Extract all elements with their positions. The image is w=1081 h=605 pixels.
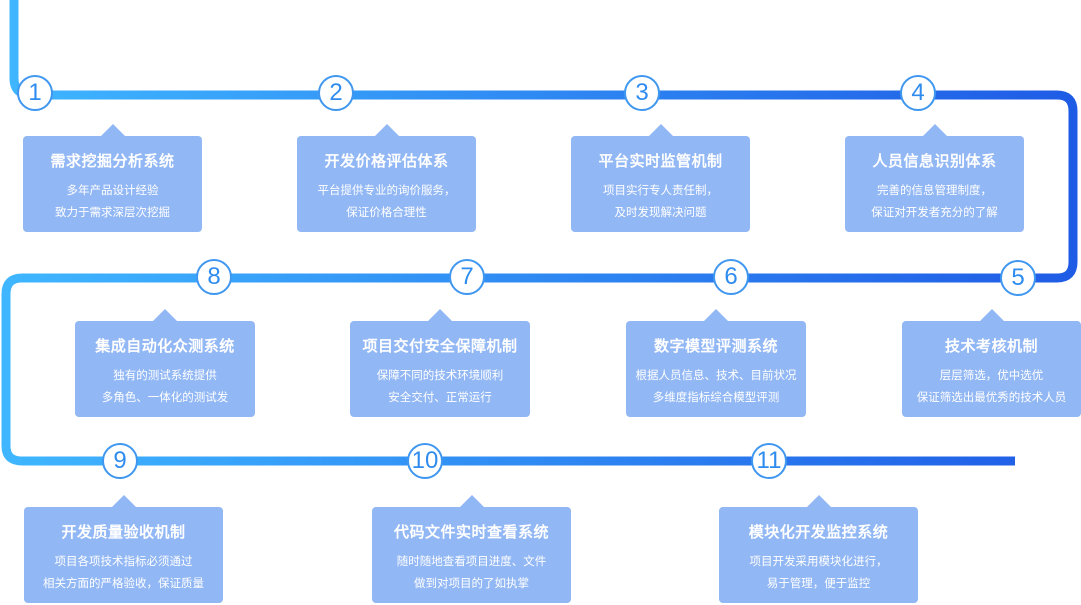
- step-4-number: 4: [900, 75, 936, 111]
- step-8-desc-line1: 独有的测试系统提供: [113, 370, 217, 382]
- step-8-title: 集成自动化众测系统: [95, 338, 235, 355]
- step-4-card: 人员信息识别体系 完善的信息管理制度， 保证对开发者充分的了解: [845, 124, 1024, 232]
- step-1-card: 需求挖掘分析系统 多年产品设计经验 致力于需求深层次挖掘: [23, 124, 202, 232]
- step-7-card: 项目交付安全保障机制 保障不同的技术环境顺利 安全交付、正常运行: [350, 309, 530, 417]
- step-7-desc-line1: 保障不同的技术环境顺利: [376, 370, 504, 382]
- step-5-desc-line1: 层层筛选，优中选优: [939, 370, 1044, 382]
- step-1-desc-line2: 致力于需求深层次挖掘: [55, 207, 170, 219]
- step-3-desc-line1: 项目实行专人责任制，: [603, 185, 718, 197]
- step-6-card: 数字模型评测系统 根据人员信息、技术、目前状况 多维度指标综合模型评测: [626, 309, 806, 417]
- step-1-title: 需求挖掘分析系统: [50, 153, 175, 170]
- step-9-desc-line2: 相关方面的严格验收，保证质量: [43, 578, 204, 590]
- step-10-desc-line1: 随时随地查看项目进度、文件: [396, 556, 547, 568]
- step-4-desc-line2: 保证对开发者充分的了解: [871, 207, 998, 219]
- step-7-number: 7: [449, 259, 485, 295]
- step-2-desc-line2: 保证价格合理性: [346, 207, 427, 219]
- step-10-desc-line2: 做到对项目的了如执掌: [414, 578, 529, 590]
- step-8-card: 集成自动化众测系统 独有的测试系统提供 多角色、一体化的测试发: [75, 309, 255, 417]
- step-10-card: 代码文件实时查看系统 随时随地查看项目进度、文件 做到对项目的了如执掌: [372, 495, 571, 603]
- step-6-number: 6: [713, 259, 749, 295]
- step-2-number: 2: [318, 75, 354, 111]
- step-5-number: 5: [1000, 260, 1036, 296]
- step-8-desc-line2: 多角色、一体化的测试发: [101, 392, 229, 404]
- step-9-number: 9: [102, 443, 138, 479]
- step-11-card: 模块化开发监控系统 项目开发采用模块化进行， 易于管理，便于监控: [719, 495, 918, 603]
- step-3-card: 平台实时监管机制 项目实行专人责任制， 及时发现解决问题: [571, 124, 750, 232]
- step-9-card: 开发质量验收机制 项目各项技术指标必须通过 相关方面的严格验收，保证质量: [24, 495, 223, 603]
- step-1-number: 1: [17, 75, 53, 111]
- step-5-card: 技术考核机制 层层筛选，优中选优 保证筛选出最优秀的技术人员: [902, 309, 1081, 417]
- step-3-desc-line2: 及时发现解决问题: [614, 207, 707, 219]
- step-2-card: 开发价格评估体系 平台提供专业的询价服务， 保证价格合理性: [297, 124, 476, 232]
- step-2-desc-line1: 平台提供专业的询价服务，: [317, 185, 456, 197]
- step-4-title: 人员信息识别体系: [872, 153, 997, 170]
- step-5-title: 技术考核机制: [944, 338, 1038, 355]
- step-5-desc-line2: 保证筛选出最优秀的技术人员: [916, 392, 1067, 404]
- step-10-number: 10: [407, 443, 443, 479]
- step-7-desc-line2: 安全交付、正常运行: [388, 392, 492, 404]
- step-3-number: 3: [624, 75, 660, 111]
- step-3-title: 平台实时监管机制: [598, 153, 723, 170]
- step-6-desc-line1: 根据人员信息、技术、目前状况: [635, 370, 797, 382]
- step-10-title: 代码文件实时查看系统: [393, 524, 549, 541]
- step-4-desc-line1: 完善的信息管理制度，: [877, 185, 992, 197]
- step-6-title: 数字模型评测系统: [653, 338, 778, 355]
- step-11-title: 模块化开发监控系统: [748, 524, 889, 541]
- step-11-desc-line1: 项目开发采用模块化进行，: [749, 556, 888, 568]
- step-7-title: 项目交付安全保障机制: [362, 338, 518, 355]
- step-11-number: 11: [751, 443, 787, 479]
- step-8-number: 8: [196, 259, 232, 295]
- step-9-title: 开发质量验收机制: [61, 524, 186, 541]
- step-9-desc-line1: 项目各项技术指标必须通过: [54, 556, 193, 568]
- step-2-title: 开发价格评估体系: [324, 153, 449, 170]
- step-11-desc-line2: 易于管理，便于监控: [766, 578, 871, 590]
- step-1-desc-line1: 多年产品设计经验: [66, 185, 159, 197]
- step-6-desc-line2: 多维度指标综合模型评测: [652, 392, 780, 404]
